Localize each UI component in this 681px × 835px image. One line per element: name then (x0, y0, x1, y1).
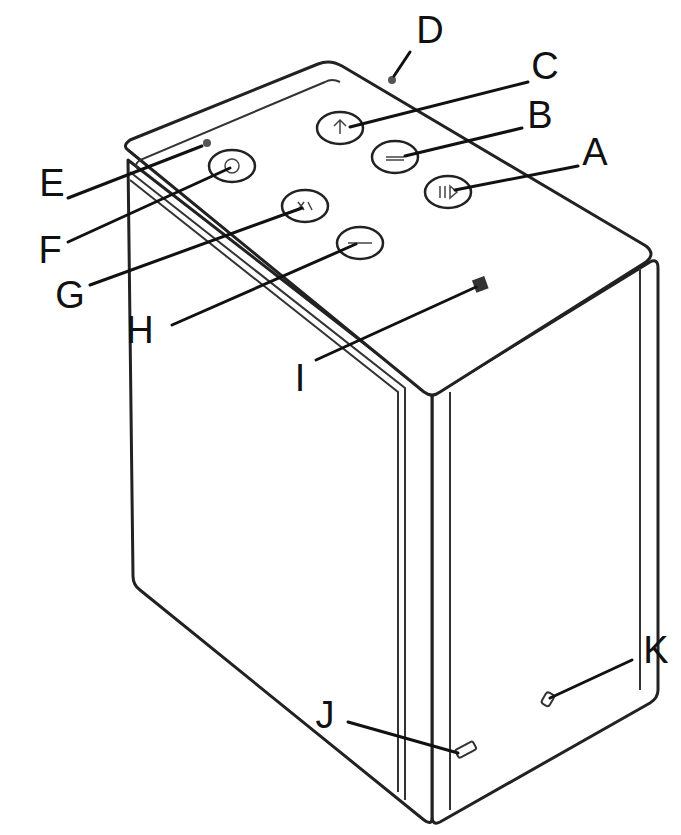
callout-letter: C (531, 47, 558, 85)
callout-letter: I (295, 359, 306, 397)
callout-letter: G (55, 276, 85, 314)
callout-letter: E (39, 164, 64, 202)
callout-letter: F (38, 231, 61, 269)
callout-letter: H (126, 311, 153, 349)
callout-letter: A (582, 133, 607, 171)
callout-letter: D (416, 11, 443, 49)
callout-letter: J (316, 696, 335, 734)
callout-letter: B (527, 96, 552, 134)
callout-letter: K (643, 631, 668, 669)
